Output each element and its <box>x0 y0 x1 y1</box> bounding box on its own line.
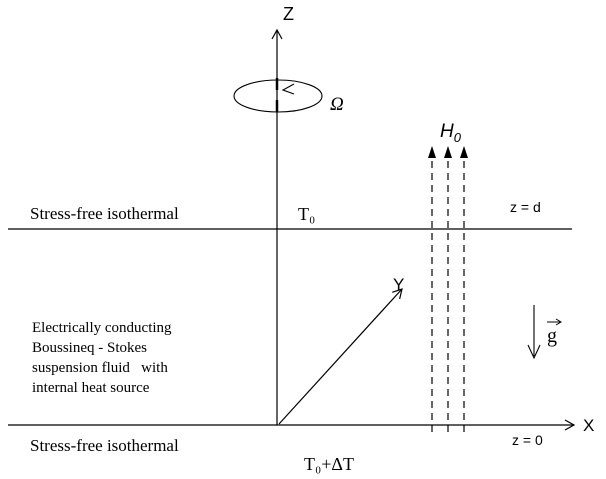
z-axis-label: Z <box>283 4 294 24</box>
top-boundary-condition: Stress-free isothermal <box>30 204 179 223</box>
fluid-description: Electrically conducting Boussineq - Stok… <box>32 320 172 396</box>
rotation-ellipse <box>233 79 323 113</box>
bottom-boundary-temperature: T₀+ΔT <box>304 454 354 474</box>
rotation-arrow-icon <box>281 83 295 95</box>
arrow-up-icon <box>460 146 468 158</box>
top-boundary-temperature: T₀ <box>298 204 315 224</box>
magnetic-field-arrowheads <box>428 146 468 158</box>
y-axis <box>278 288 403 425</box>
gravity-label: g <box>547 325 557 347</box>
magnetic-field-lines <box>431 155 465 432</box>
gravity-arrow-icon <box>527 344 541 360</box>
arrow-up-icon <box>428 146 436 158</box>
top-boundary-position: z = d <box>510 199 541 215</box>
fluid-description-line: suspension fluid with <box>32 360 168 376</box>
magnetic-field-label: H0 <box>440 121 462 145</box>
magnetic-field-symbol: H <box>440 121 454 142</box>
magnetic-field-subscript: 0 <box>454 130 462 145</box>
fluid-description-line: internal heat source <box>32 380 150 396</box>
bottom-boundary-position: z = 0 <box>512 432 543 448</box>
fluid-description-line: Electrically conducting <box>32 320 172 336</box>
fluid-description-line: Boussineq - Stokes <box>32 340 147 356</box>
x-axis-label: X <box>583 416 594 435</box>
bottom-boundary-condition: Stress-free isothermal <box>30 436 179 455</box>
arrow-up-icon <box>444 146 452 158</box>
y-axis-label: Y <box>393 275 404 294</box>
gravity-vector-arrow-icon <box>555 318 562 326</box>
rotation-label: Ω <box>330 94 344 115</box>
